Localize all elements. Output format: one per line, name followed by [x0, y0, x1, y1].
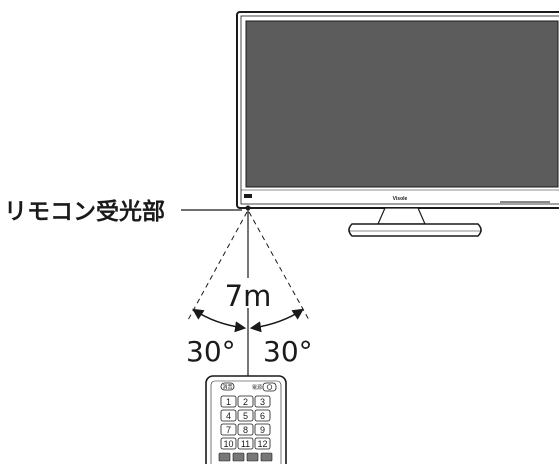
number-key-label: 7 — [226, 425, 231, 435]
power-button — [262, 382, 277, 392]
number-key-label: 8 — [243, 425, 248, 435]
reception-range — [187, 210, 310, 377]
number-key — [254, 423, 271, 436]
number-key — [220, 437, 237, 450]
tv-set: Visole — [236, 11, 559, 237]
distance-label-bg — [224, 278, 272, 308]
number-key — [254, 395, 271, 408]
number-key-label: 9 — [260, 425, 265, 435]
left-angle-arc — [192, 308, 247, 333]
number-key — [237, 423, 254, 436]
left-angle-label: 30° — [186, 335, 236, 368]
tv-bezel-inner — [240, 15, 559, 205]
number-key-label: 4 — [226, 411, 231, 421]
number-key-label: 6 — [260, 411, 265, 421]
number-key — [220, 409, 237, 422]
number-key — [254, 437, 271, 450]
number-key — [220, 423, 237, 436]
tv-button-strip — [500, 201, 550, 203]
color-key-row — [218, 452, 273, 462]
number-key — [237, 437, 254, 450]
color-key — [246, 452, 259, 462]
number-key-label: 3 — [260, 397, 265, 407]
number-key — [220, 395, 237, 408]
right-angle-label: 30° — [263, 335, 313, 368]
number-key-label: 12 — [257, 439, 267, 449]
distance-label: 7m — [225, 279, 272, 313]
number-key-label: 10 — [223, 439, 233, 449]
mute-button-label: 消音 — [222, 384, 232, 391]
number-key — [254, 409, 271, 422]
power-icon — [266, 384, 273, 390]
number-key — [237, 409, 254, 422]
tv-indicator — [244, 194, 252, 198]
power-label: 電源 — [252, 384, 262, 391]
tv-screen — [245, 20, 559, 188]
right-angle-arc — [249, 308, 304, 333]
number-key-label: 11 — [241, 439, 250, 449]
color-key — [218, 452, 231, 462]
color-key — [260, 452, 273, 462]
left-limit-line — [187, 211, 248, 321]
sensor-point — [245, 205, 251, 211]
right-limit-line — [248, 211, 310, 321]
number-key — [237, 395, 254, 408]
number-key-label: 1 — [226, 397, 231, 407]
tv-stand-base — [348, 223, 482, 237]
tv-stand-neck — [377, 207, 426, 225]
color-key — [232, 452, 245, 462]
remote-inner — [210, 380, 282, 464]
number-key-label: 5 — [243, 411, 248, 421]
remote-control: 消音 電源 1 2 3 4 5 6 7 8 9 10 11 — [205, 375, 287, 464]
tv-brand-logo: Visole — [393, 196, 408, 202]
number-keypad: 1 2 3 4 5 6 7 8 9 10 11 12 — [220, 395, 271, 450]
sensor-callout-label: リモコン受光部 — [4, 198, 165, 225]
number-key-label: 2 — [243, 397, 248, 407]
mute-button — [220, 382, 235, 391]
